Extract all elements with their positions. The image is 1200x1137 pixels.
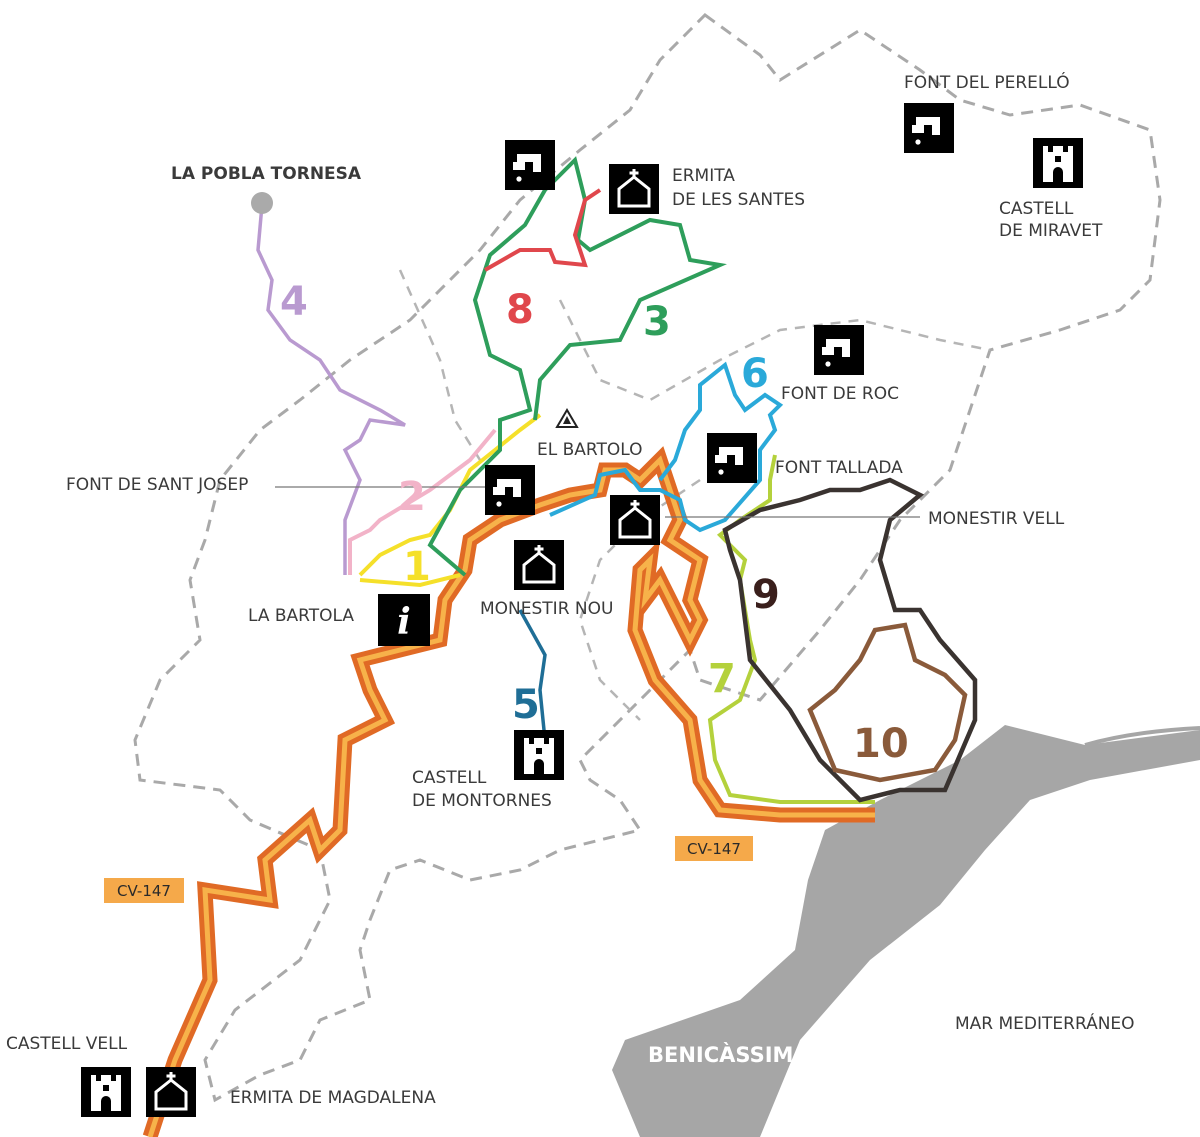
route-number-2[interactable]: 2 bbox=[398, 474, 426, 520]
route-number-8[interactable]: 8 bbox=[506, 287, 534, 333]
route-2-line bbox=[348, 428, 497, 575]
summit-icon bbox=[555, 408, 579, 428]
label-castell-vell: CASTELL VELL bbox=[6, 1034, 128, 1054]
fountain-icon-sant-josep[interactable] bbox=[485, 465, 535, 515]
svg-text:i: i bbox=[397, 601, 411, 643]
route-10-line bbox=[807, 622, 968, 783]
fountain-icon-les-santes[interactable] bbox=[505, 140, 555, 190]
church-icon-les-santes[interactable] bbox=[607, 162, 661, 216]
info-icon[interactable]: i bbox=[378, 594, 430, 646]
route-number-7[interactable]: 7 bbox=[708, 656, 736, 702]
label-el-bartolo: EL BARTOLO bbox=[537, 440, 643, 460]
castle-icon-montornes[interactable] bbox=[514, 730, 564, 780]
svg-text:CV-147: CV-147 bbox=[687, 840, 741, 858]
label-castell-miravet-1: CASTELL bbox=[999, 199, 1074, 219]
route-number-6[interactable]: 6 bbox=[741, 351, 769, 397]
church-icon-monestir-vell[interactable] bbox=[608, 493, 662, 547]
urban-area-benicassim bbox=[612, 725, 1200, 1137]
fountain-icon-perello[interactable] bbox=[904, 103, 954, 153]
label-monestir-nou: MONESTIR NOU bbox=[480, 599, 613, 619]
route-number-4[interactable]: 4 bbox=[280, 279, 308, 325]
road-tag-cv147-west: CV-147 bbox=[104, 878, 184, 903]
label-ermita-les-santes-1: ERMITA bbox=[672, 166, 735, 186]
church-icon-magdalena[interactable] bbox=[144, 1065, 198, 1119]
label-castell-montornes-2: DE MONTORNES bbox=[412, 791, 552, 811]
label-mar-mediterraneo: MAR MEDITERRÁNEO bbox=[955, 1012, 1135, 1034]
label-font-del-perello: FONT DEL PERELLÓ bbox=[904, 71, 1070, 93]
label-monestir-vell: MONESTIR VELL bbox=[928, 509, 1065, 529]
fountain-icon-roc[interactable] bbox=[814, 325, 864, 375]
route-number-10[interactable]: 10 bbox=[853, 721, 909, 767]
label-font-tallada: FONT TALLADA bbox=[775, 458, 903, 478]
label-ermita-les-santes-2: DE LES SANTES bbox=[672, 190, 805, 210]
label-castell-miravet-2: DE MIRAVET bbox=[999, 221, 1103, 241]
road-cv147 bbox=[142, 446, 875, 1137]
coastline bbox=[1084, 726, 1200, 747]
town-dot-la-pobla-tornesa bbox=[251, 192, 273, 214]
label-la-pobla-tornesa: LA POBLA TORNESA bbox=[171, 164, 362, 184]
route-number-9[interactable]: 9 bbox=[752, 572, 780, 618]
church-icon-monestir-nou[interactable] bbox=[512, 538, 566, 592]
route-6-line bbox=[549, 361, 784, 533]
fountain-icon-tallada[interactable] bbox=[707, 433, 757, 483]
label-ermita-magdalena: ERMITA DE MAGDALENA bbox=[230, 1088, 436, 1108]
label-castell-montornes-1: CASTELL bbox=[412, 768, 487, 788]
route-9-line bbox=[722, 477, 978, 803]
route-number-5[interactable]: 5 bbox=[512, 682, 540, 728]
label-benicassim: BENICÀSSIM bbox=[648, 1042, 793, 1067]
label-la-bartola: LA BARTOLA bbox=[248, 606, 354, 626]
castle-icon-miravet[interactable] bbox=[1033, 138, 1083, 188]
label-font-de-roc: FONT DE ROC bbox=[781, 384, 899, 404]
castle-icon-castell-vell[interactable] bbox=[81, 1067, 131, 1117]
route-3-line bbox=[427, 156, 727, 577]
route-number-1[interactable]: 1 bbox=[403, 544, 431, 590]
label-font-sant-josep: FONT DE SANT JOSEP bbox=[66, 475, 248, 495]
road-tag-cv147-east: CV-147 bbox=[675, 836, 753, 861]
route-8-line bbox=[484, 188, 602, 272]
route-number-3[interactable]: 3 bbox=[643, 299, 671, 345]
route-5-line bbox=[518, 609, 547, 741]
svg-text:CV-147: CV-147 bbox=[117, 882, 171, 900]
route-4-line bbox=[256, 204, 406, 575]
